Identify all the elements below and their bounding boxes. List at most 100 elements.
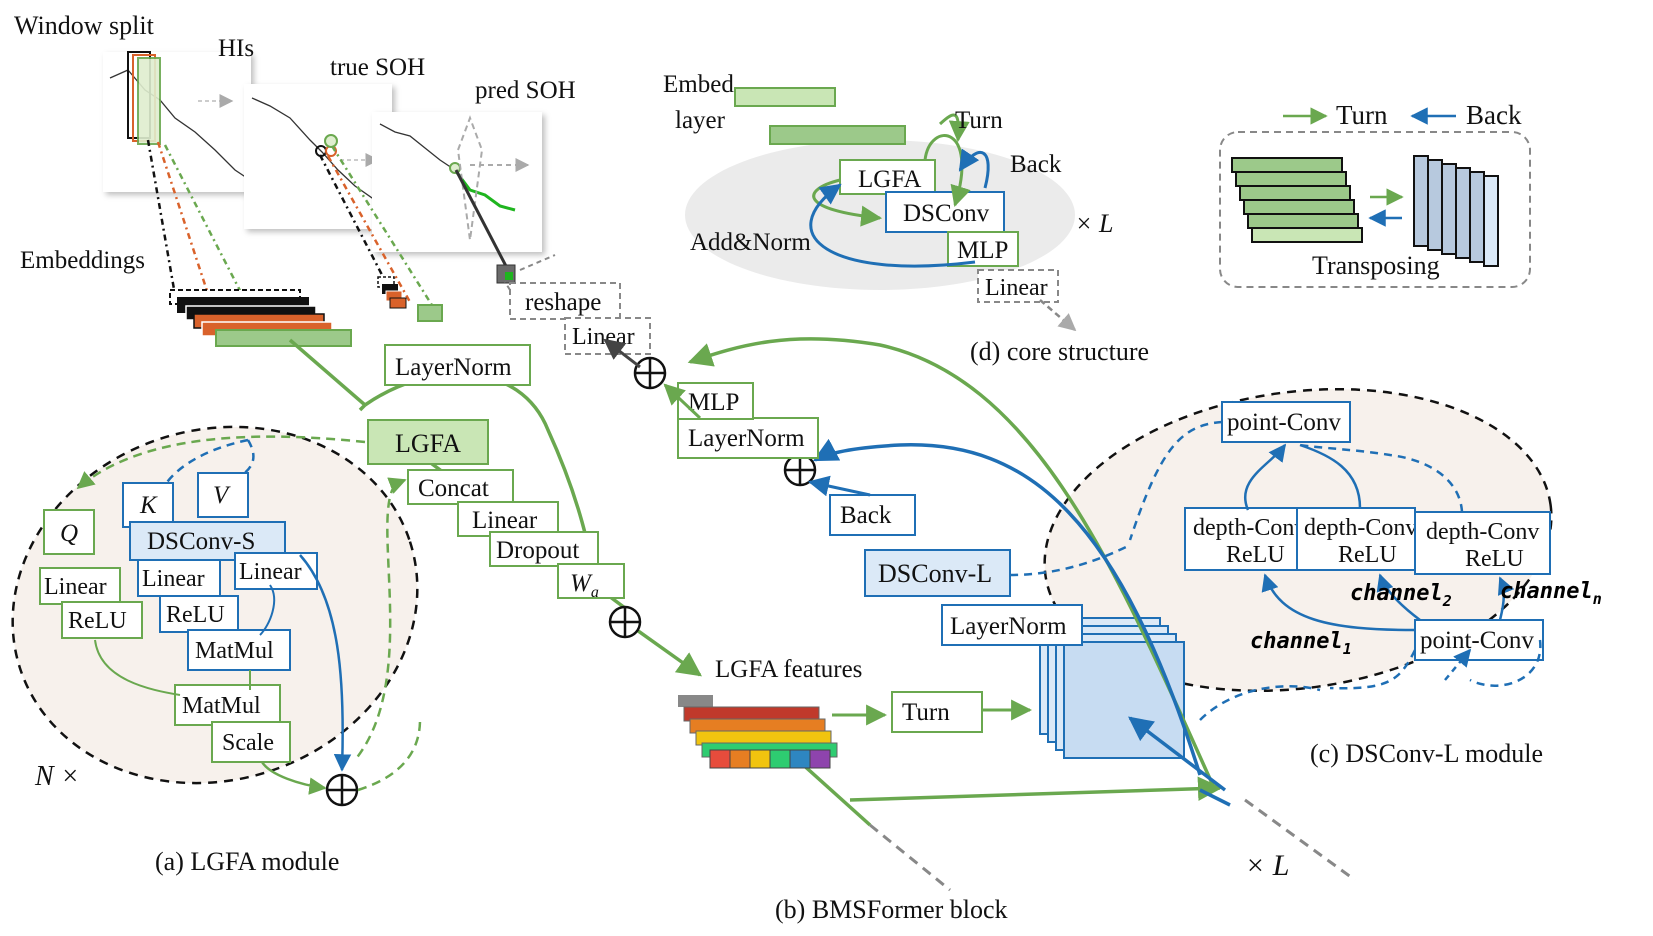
dsconv-channel-2-label: channel2 xyxy=(1350,581,1452,610)
his-label: HIs xyxy=(218,35,254,62)
dsconv-relu-3-label: ReLU xyxy=(1465,546,1524,572)
dsconv-channel-n-label: channeln xyxy=(1500,579,1602,608)
lgfa-linear-k-label: Linear xyxy=(142,566,205,592)
core-lgfa-label: LGFA xyxy=(858,166,921,193)
block-back-box[interactable] xyxy=(829,494,916,536)
core-layer-label: layer xyxy=(675,107,726,134)
dsconv-depth-conv-1-label: depth-Conv xyxy=(1193,515,1306,541)
core-structure-caption: (d) core structure xyxy=(970,337,1149,366)
core-back-label: Back xyxy=(1010,151,1062,178)
soh-panels xyxy=(103,51,542,269)
block-layernorm-2-box[interactable] xyxy=(941,604,1083,646)
dsconv-depth-conv-2-label: depth-Conv xyxy=(1304,515,1417,541)
lgfa-q-box[interactable] xyxy=(43,509,95,555)
add-node-residual xyxy=(608,605,642,639)
block-dsconv-l-label: DSConv-L xyxy=(878,559,992,588)
lgfa-features-tensor xyxy=(678,695,838,769)
core-dsconv-box[interactable] xyxy=(885,191,1005,233)
pred-soh-label: pred SOH xyxy=(475,77,576,104)
lgfa-v-box[interactable] xyxy=(197,472,249,518)
lgfa-matmul-1-box[interactable] xyxy=(187,629,291,671)
lgfa-matmul-1-label: MatMul xyxy=(195,638,274,664)
core-linear-box[interactable] xyxy=(977,269,1059,303)
lgfa-k-label: K xyxy=(139,492,158,519)
block-dropout-label: Dropout xyxy=(496,537,579,564)
dsconv-point-conv-bottom-box[interactable] xyxy=(1414,619,1544,661)
lgfa-add-node xyxy=(325,773,359,807)
lgfa-linear-v-label: Linear xyxy=(239,559,302,585)
core-turn-label: Turn xyxy=(955,107,1003,134)
dsconv-relu-1-label: ReLU xyxy=(1226,542,1285,568)
block-turn-label: Turn xyxy=(902,699,950,726)
block-lgfa-label: LGFA xyxy=(395,429,461,458)
lgfa-linear-q-box[interactable] xyxy=(39,567,121,605)
block-repeat-label: × L xyxy=(1245,849,1289,882)
legend-back-label: Back xyxy=(1466,100,1522,130)
core-linear-label: Linear xyxy=(985,275,1048,301)
add-node-mid xyxy=(783,453,817,487)
dsconv-point-conv-top-box[interactable] xyxy=(1221,401,1351,443)
turn-back-outer-arc xyxy=(687,337,1217,791)
lgfa-k-box[interactable] xyxy=(122,482,174,528)
lgfa-relu-q-label: ReLU xyxy=(68,608,127,634)
window-split-label: Window split xyxy=(14,11,155,40)
dsconv-depth-conv-3-label: depth-Conv xyxy=(1426,519,1539,545)
block-dropout-box[interactable] xyxy=(489,531,599,567)
core-repeat-label: × L xyxy=(1075,209,1114,238)
embeddings-label: Embeddings xyxy=(20,247,145,274)
lgfa-v-label: V xyxy=(213,482,231,509)
block-wa-label: Wa xyxy=(570,570,599,601)
embeddings-stack xyxy=(169,289,352,347)
block-mlp-label: MLP xyxy=(688,389,739,416)
block-dsconv-l-box[interactable] xyxy=(864,549,1011,597)
dsconv-relu-2-label: ReLU xyxy=(1338,542,1397,568)
block-layernorm-3-label: LayerNorm xyxy=(688,425,805,452)
core-embed-label: Embed xyxy=(663,71,734,98)
block-layernorm-3-box[interactable] xyxy=(677,417,819,459)
block-mlp-box[interactable] xyxy=(677,382,754,420)
core-mlp-label: MLP xyxy=(957,237,1008,264)
block-linear-out-label: Linear xyxy=(572,324,635,350)
block-linear-label: Linear xyxy=(472,507,538,534)
back-outer-arc xyxy=(812,438,1202,776)
dsconv-depth-conv-3-box[interactable] xyxy=(1414,511,1551,575)
dsconv-caption: (c) DSConv-L module xyxy=(1310,739,1543,768)
transposing-icon-blue xyxy=(1413,155,1499,267)
legend-turn-label: Turn xyxy=(1336,100,1388,130)
dsconv-depth-conv-2-box[interactable] xyxy=(1296,507,1416,571)
block-concat-label: Concat xyxy=(418,475,489,502)
lgfa-relu-k-box[interactable] xyxy=(159,595,239,633)
lgfa-scale-box[interactable] xyxy=(211,721,291,763)
block-lgfa-box[interactable] xyxy=(367,419,489,465)
lgfa-scale-label: Scale xyxy=(222,730,274,756)
core-addnorm-label: Add&Norm xyxy=(690,229,811,256)
block-back-label: Back xyxy=(840,502,892,529)
dsconv-depth-conv-1-box[interactable] xyxy=(1184,507,1306,571)
block-concat-box[interactable] xyxy=(407,469,514,505)
block-turn-box[interactable] xyxy=(891,691,983,733)
core-addnorm-arrow xyxy=(809,183,976,268)
lgfa-dsconv-s-label: DSConv-S xyxy=(147,528,255,555)
add-node-output xyxy=(633,356,667,390)
core-back-arrow xyxy=(958,148,990,189)
lgfa-relu-k-label: ReLU xyxy=(166,602,225,628)
core-embed-bar-1 xyxy=(734,87,836,107)
core-embed-bar-2 xyxy=(769,125,906,145)
dsconv-channel-1-label: channel1 xyxy=(1250,629,1352,658)
lgfa-relu-q-box[interactable] xyxy=(61,601,143,639)
bmsformer-caption: (b) BMSFormer block xyxy=(775,895,1008,924)
block-layernorm-box[interactable] xyxy=(384,344,531,386)
core-mlp-box[interactable] xyxy=(947,231,1019,267)
dsconv-point-conv-bottom-label: point-Conv xyxy=(1420,627,1534,654)
lgfa-features-label: LGFA features xyxy=(715,656,862,683)
block-layernorm-label: LayerNorm xyxy=(395,354,512,381)
block-wa-box[interactable] xyxy=(557,563,625,599)
legend: Turn Back xyxy=(1283,100,1522,130)
lgfa-module-caption: (a) LGFA module xyxy=(155,847,339,876)
true-soh-embedding xyxy=(377,276,443,322)
block-linear-box[interactable] xyxy=(457,501,559,537)
block-reshape-label: reshape xyxy=(525,289,601,316)
lgfa-linear-q-label: Linear xyxy=(44,574,107,600)
